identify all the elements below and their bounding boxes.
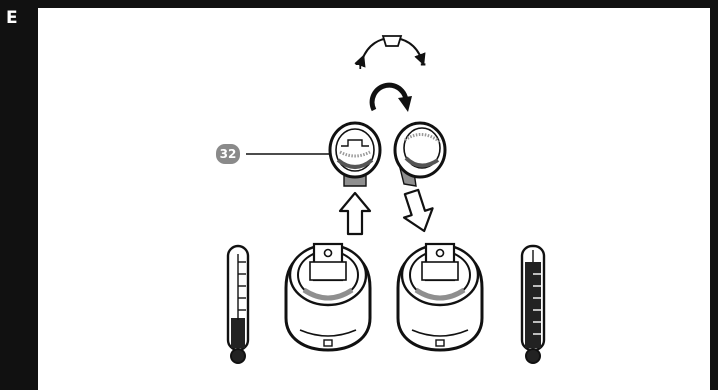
ring-right: [393, 121, 447, 187]
thermostat-head-right: [396, 242, 484, 352]
right-border: [710, 0, 718, 390]
rotate-clockwise-icon: [369, 82, 412, 112]
section-tab: E: [0, 0, 38, 390]
callout-32: 32: [216, 144, 338, 164]
ring-left: [328, 121, 382, 187]
thermostat-head-left: [284, 242, 372, 352]
adjust-indicator: + -: [354, 35, 426, 73]
thermometer-cold-icon: [226, 244, 250, 364]
arrow-up-icon: [338, 191, 372, 236]
minus-sign: -: [420, 55, 426, 73]
thermometer-hot-icon: [520, 244, 546, 364]
callout-number: 32: [220, 147, 237, 161]
top-border: [0, 0, 718, 8]
plus-sign: +: [354, 55, 367, 73]
diagram-panel: [38, 8, 710, 390]
arrow-down-icon: [402, 188, 434, 233]
section-letter: E: [6, 8, 18, 28]
